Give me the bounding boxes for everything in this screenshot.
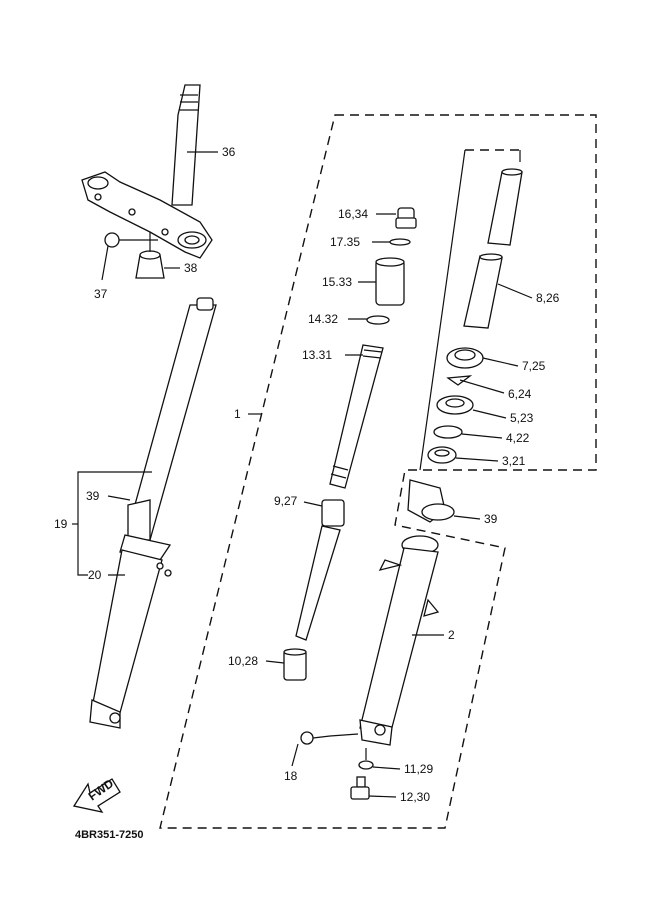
label-10-28: 10,28: [228, 654, 258, 668]
label-14-32: 14.32: [308, 312, 338, 326]
label-9-27: 9,27: [274, 494, 298, 508]
taper-spindle-10: [283, 648, 307, 681]
label-39-left: 39: [86, 489, 100, 503]
leader-7: [482, 357, 519, 367]
bushing-3: [427, 446, 457, 464]
inner-tube-8: [463, 168, 523, 329]
label-1: 1: [234, 407, 241, 421]
label-2: 2: [448, 628, 455, 642]
leader-3: [455, 457, 499, 462]
leader-39b: [453, 515, 481, 520]
label-39-right: 39: [484, 512, 498, 526]
label-7-25: 7,25: [522, 359, 546, 373]
label-17-35: 17.35: [330, 235, 360, 249]
label-36: 36: [222, 145, 236, 159]
label-19: 19: [54, 517, 68, 531]
leader-9: [303, 501, 323, 507]
washer-5: [436, 395, 474, 415]
label-11-29: 11,29: [404, 762, 433, 776]
label-38: 38: [184, 261, 198, 275]
assembled-fork-left: [89, 297, 217, 729]
cap-bolt-16: [395, 207, 417, 229]
label-18: 18: [284, 769, 298, 783]
outer-tube-2: [359, 535, 440, 746]
o-ring-17: [389, 238, 411, 246]
drain-bolt-12: [350, 776, 370, 800]
label-8-26: 8,26: [536, 291, 560, 305]
clip-6: [446, 375, 473, 386]
bolt-37: [104, 232, 158, 248]
leader-8: [497, 283, 533, 299]
label-15-33: 15.33: [322, 275, 352, 289]
leader-5: [472, 409, 507, 419]
washer-11: [358, 760, 374, 770]
label-6-24: 6,24: [508, 387, 532, 401]
leader-10: [265, 660, 285, 664]
steering-stem-assembly: [81, 84, 213, 259]
leader-18b: [329, 733, 359, 737]
fork-spring-13: [329, 344, 384, 489]
label-5-23: 5,23: [510, 411, 534, 425]
label-16-34: 16,34: [338, 207, 368, 221]
damper-rod-9: [295, 499, 345, 641]
leader-4: [461, 433, 503, 439]
axle-bolt-18: [300, 731, 331, 745]
leader-37: [101, 245, 109, 281]
label-3-21: 3,21: [502, 454, 526, 468]
label-13-31: 13.31: [302, 348, 332, 362]
label-4-22: 4,22: [506, 431, 530, 445]
label-20: 20: [88, 568, 102, 582]
fwd-arrow-icon: FWD: [72, 776, 121, 813]
diagram-code: 4BR351-7250: [75, 829, 144, 841]
collar-38: [135, 250, 165, 279]
leader-39a: [107, 495, 131, 501]
leader-12: [368, 795, 397, 798]
washer-14: [366, 315, 390, 325]
washer-4: [433, 425, 463, 439]
assembly-outline: [159, 114, 597, 829]
inner-group-edge: [419, 149, 466, 471]
leader-18: [291, 743, 299, 767]
cover-39: [407, 479, 455, 523]
label-37: 37: [94, 287, 108, 301]
label-12-30: 12,30: [400, 790, 430, 804]
oil-seal-7: [446, 347, 484, 369]
leader-11: [372, 766, 401, 770]
spacer-15: [375, 257, 405, 306]
leader-6: [459, 379, 505, 394]
